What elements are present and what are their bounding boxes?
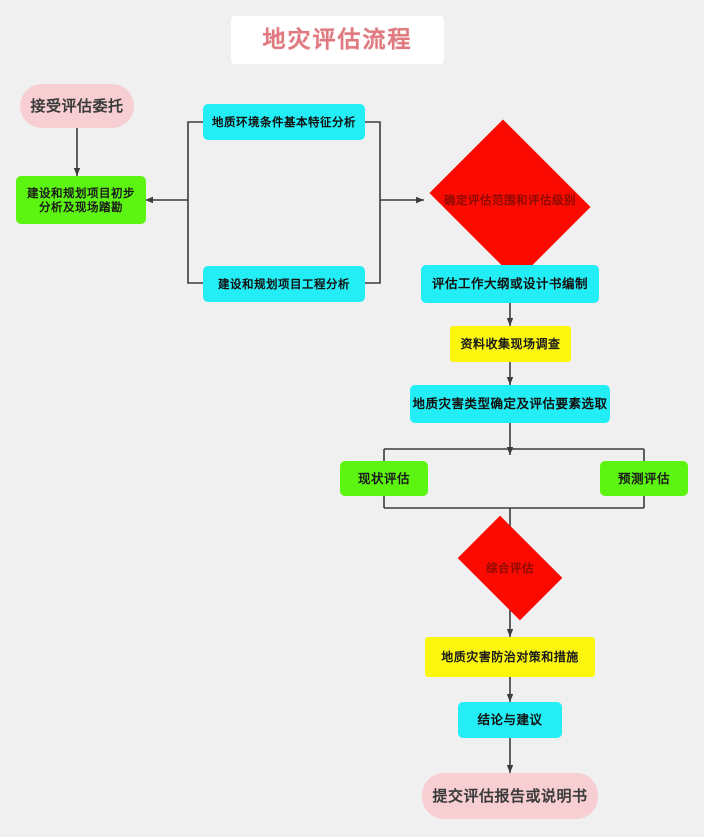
node-current-status-assessment[interactable]: 现状评估 — [340, 461, 428, 496]
node-accept-assessment-commission[interactable]: 接受评估委托 — [20, 84, 134, 128]
node-submit-assessment-report[interactable]: 提交评估报告或说明书 — [422, 773, 598, 819]
node-work-outline-or-design-document[interactable]: 评估工作大纲或设计书编制 — [421, 265, 599, 303]
node-predictive-assessment[interactable]: 预测评估 — [600, 461, 688, 496]
node-preliminary-analysis-and-site-survey[interactable]: 建设和规划项目初步分析及现场踏勘 — [16, 176, 146, 224]
node-prevention-countermeasures[interactable]: 地质灾害防治对策和措施 — [425, 637, 595, 677]
node-data-collection-field-investigation[interactable]: 资料收集现场调查 — [450, 326, 571, 362]
node-label: 综合评估 — [486, 560, 534, 575]
node-determine-scope-and-level[interactable]: 确定评估范围和评估级别 — [424, 119, 596, 281]
node-comprehensive-assessment[interactable]: 综合评估 — [457, 515, 563, 621]
node-project-engineering-analysis[interactable]: 建设和规划项目工程分析 — [203, 266, 365, 302]
node-hazard-type-and-assessment-factors[interactable]: 地质灾害类型确定及评估要素选取 — [410, 385, 610, 423]
node-geological-environment-analysis[interactable]: 地质环境条件基本特征分析 — [203, 104, 365, 140]
node-label: 确定评估范围和评估级别 — [444, 192, 576, 207]
diagram-title: 地灾评估流程 — [231, 16, 444, 64]
node-conclusions-and-recommendations[interactable]: 结论与建议 — [458, 702, 562, 738]
